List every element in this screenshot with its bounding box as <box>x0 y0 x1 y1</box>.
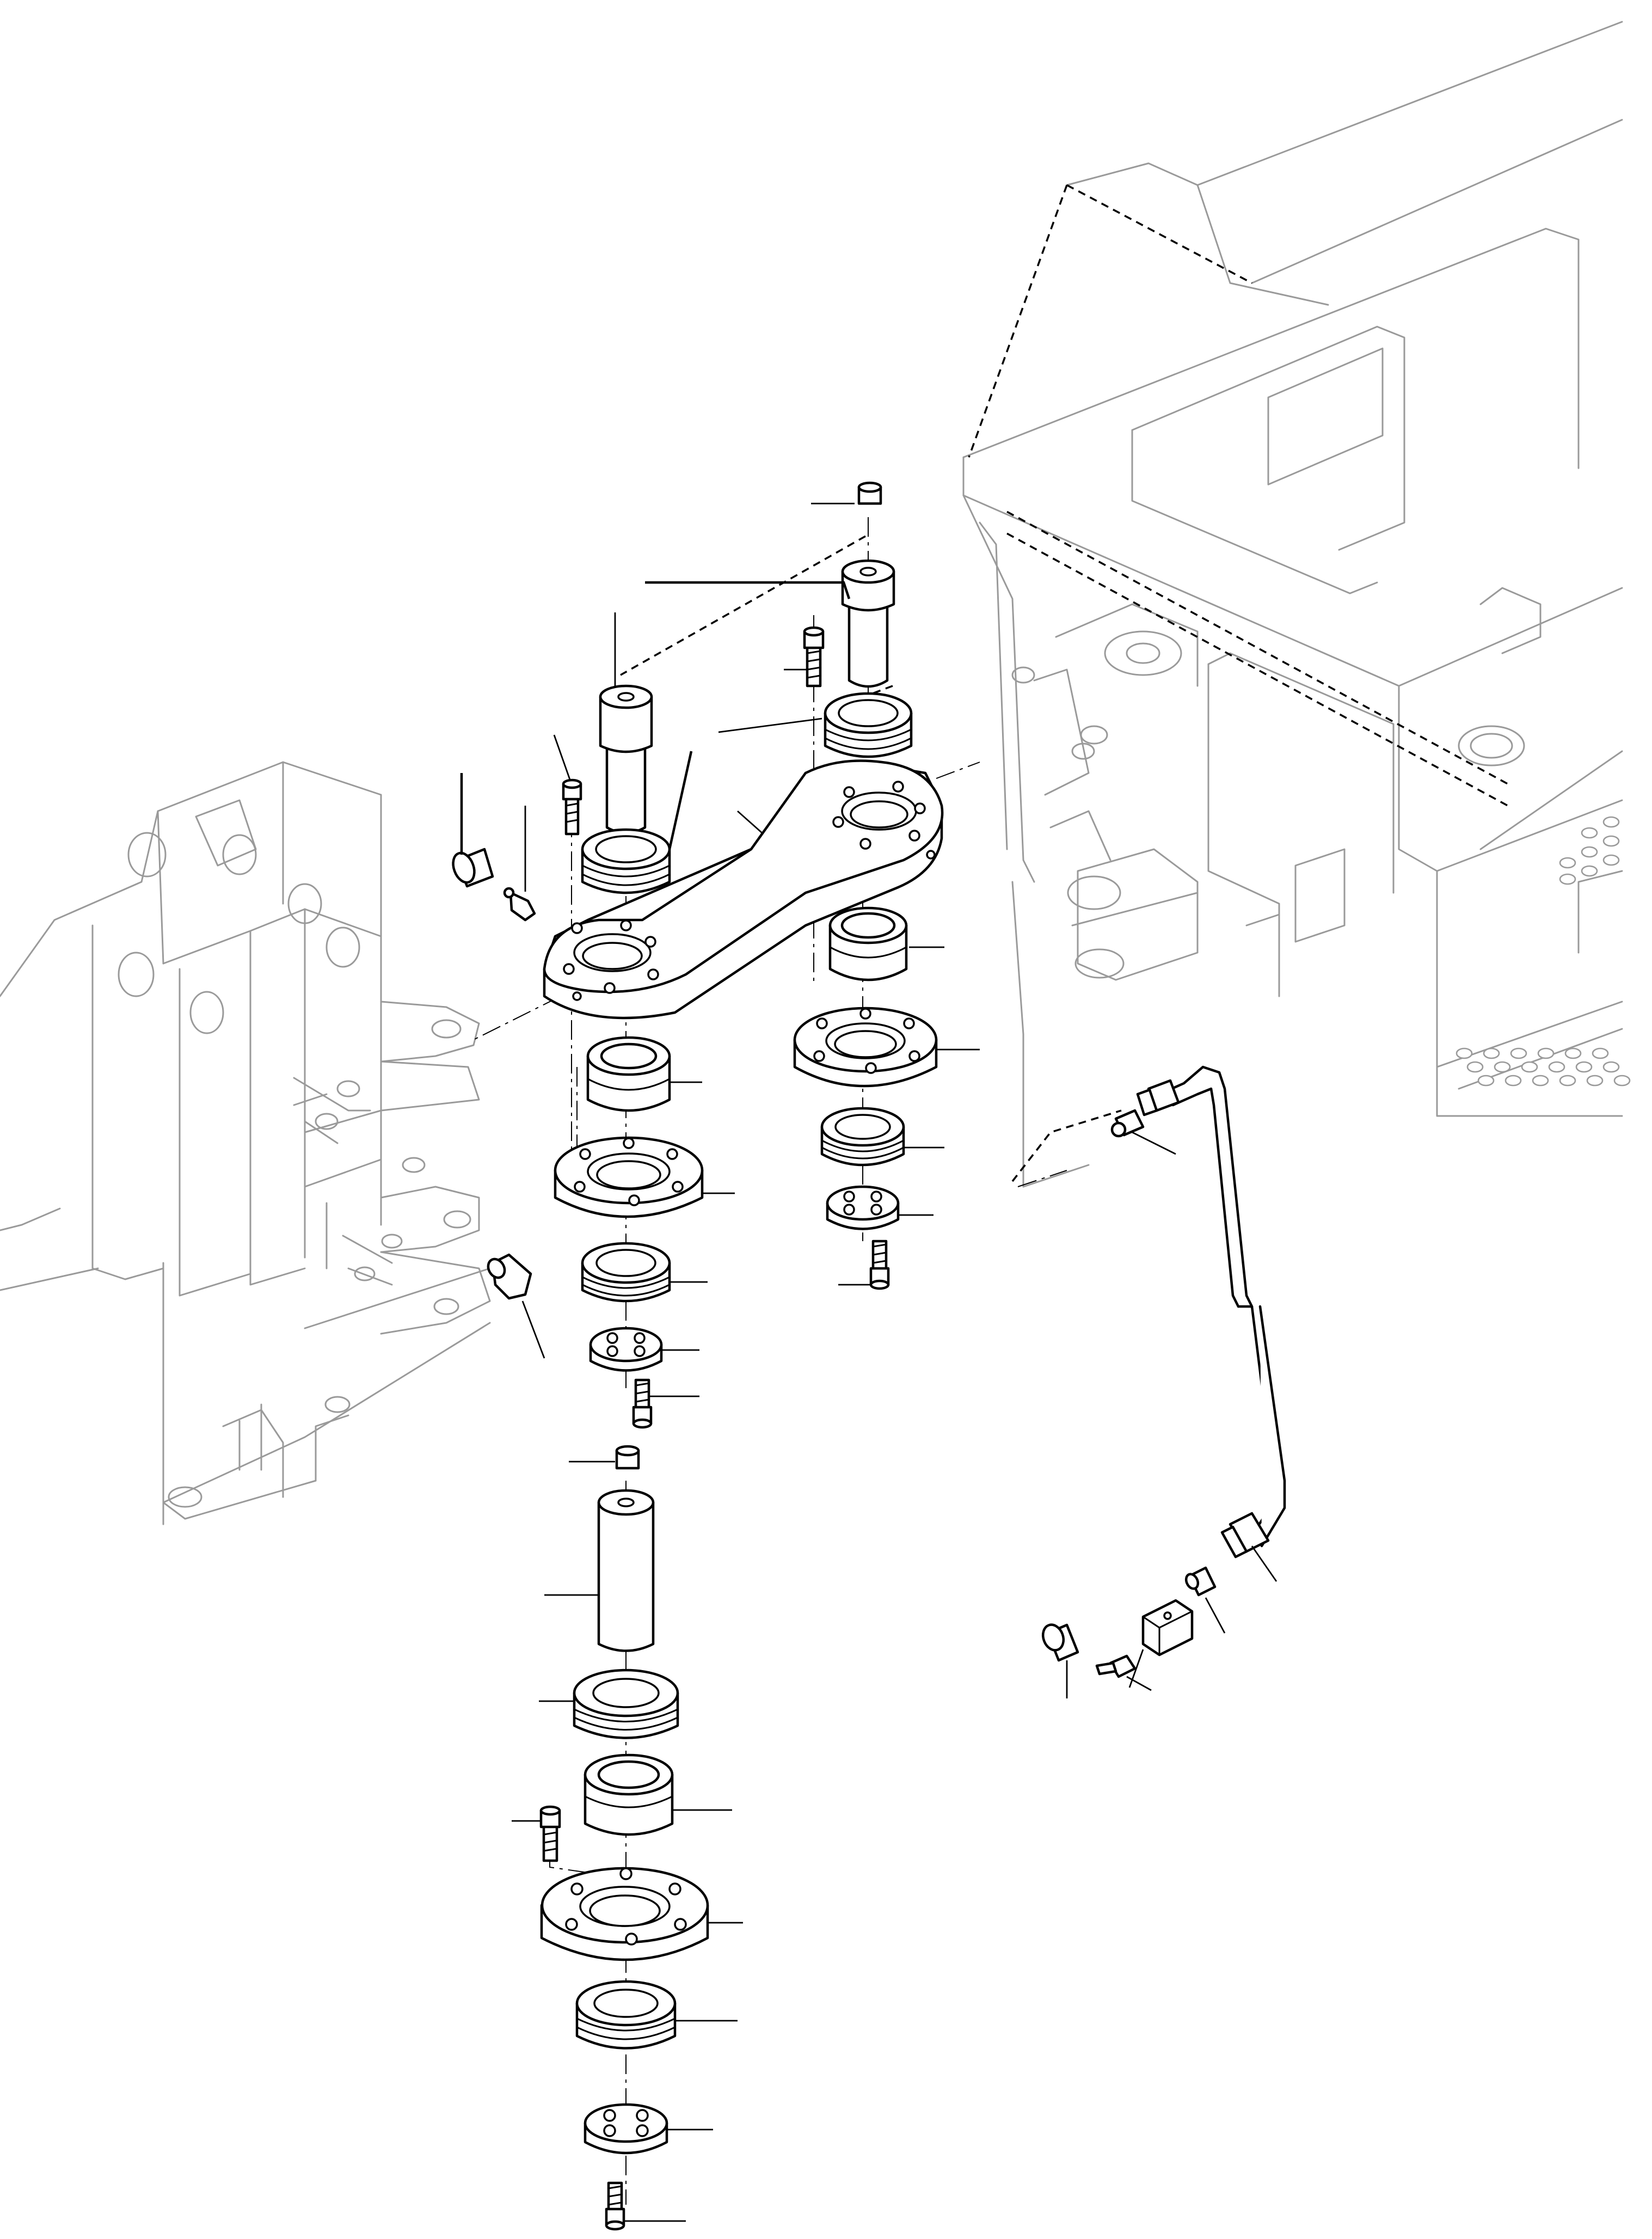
link-arm-callout <box>737 810 763 834</box>
grease-block <box>1141 1599 1194 1657</box>
lower-pin <box>597 1489 655 1652</box>
hose-adapter-lower <box>1184 1566 1217 1597</box>
hose-callout <box>1251 1545 1278 1582</box>
rear-frame-ghost <box>962 21 1631 1188</box>
spherical-bearing-left <box>586 1036 671 1112</box>
upper-pin-right-callout <box>645 581 851 599</box>
seal-ring-top-right <box>824 692 913 758</box>
bolt-lower <box>539 1805 561 1862</box>
bushing-hose <box>1041 1623 1079 1662</box>
grease-fitting-frame <box>487 1253 532 1300</box>
grease-block-callout <box>1128 1649 1144 1688</box>
bolt-top-left <box>562 778 582 836</box>
link-arm <box>543 759 944 1020</box>
step-plate-holes-lower <box>1456 1047 1631 1087</box>
bolt-right-lower <box>869 1240 890 1290</box>
hose-adapter-upper <box>1110 1109 1145 1138</box>
grease-nipple-hose <box>1095 1654 1137 1678</box>
upper-pin-right <box>841 559 895 688</box>
bolt-top-left-callout <box>553 734 572 782</box>
flange-left <box>554 1136 704 1218</box>
spherical-bearing-right <box>828 906 908 982</box>
callout-leaders <box>460 502 1278 2222</box>
seal-ring-lower-bottom <box>575 1980 677 2050</box>
grease-nipple-hose-callout <box>1126 1676 1152 1691</box>
flange-right <box>793 1007 938 1088</box>
seal-ring-left-lower <box>581 1242 671 1303</box>
front-frame-ghost <box>0 761 980 1525</box>
upper-pin-left <box>599 684 653 835</box>
cover-plate-right <box>826 1185 900 1230</box>
flange-lower <box>540 1867 709 1961</box>
cover-plate-left <box>589 1327 663 1372</box>
step-plate-holes-upper <box>1559 816 1620 885</box>
seal-ring-right <box>820 1107 905 1167</box>
seal-ring-top-left-callout <box>668 751 693 850</box>
seal-ring-lower-top <box>573 1668 679 1739</box>
cover-plate-lower <box>584 2103 668 2155</box>
bolt-left-lower <box>632 1378 653 1429</box>
hose-adapter-lower-callout <box>1205 1597 1226 1634</box>
seal-ring-top-left <box>581 828 671 894</box>
bolt-top-right <box>803 626 825 688</box>
grease-fitting-left <box>503 887 536 922</box>
bushing-left <box>452 848 494 888</box>
seal-ring-top-right-callout <box>718 717 822 733</box>
hose-adapter-upper-callout <box>1132 1131 1176 1155</box>
spherical-bearing-lower <box>584 1753 674 1836</box>
bolt-bottom <box>605 2181 625 2231</box>
grease-hose <box>1136 1065 1286 1559</box>
pin-cap-top <box>857 481 882 505</box>
pin-cap-lower <box>615 1445 640 1470</box>
grease-fitting-frame-callout <box>521 1301 545 1359</box>
